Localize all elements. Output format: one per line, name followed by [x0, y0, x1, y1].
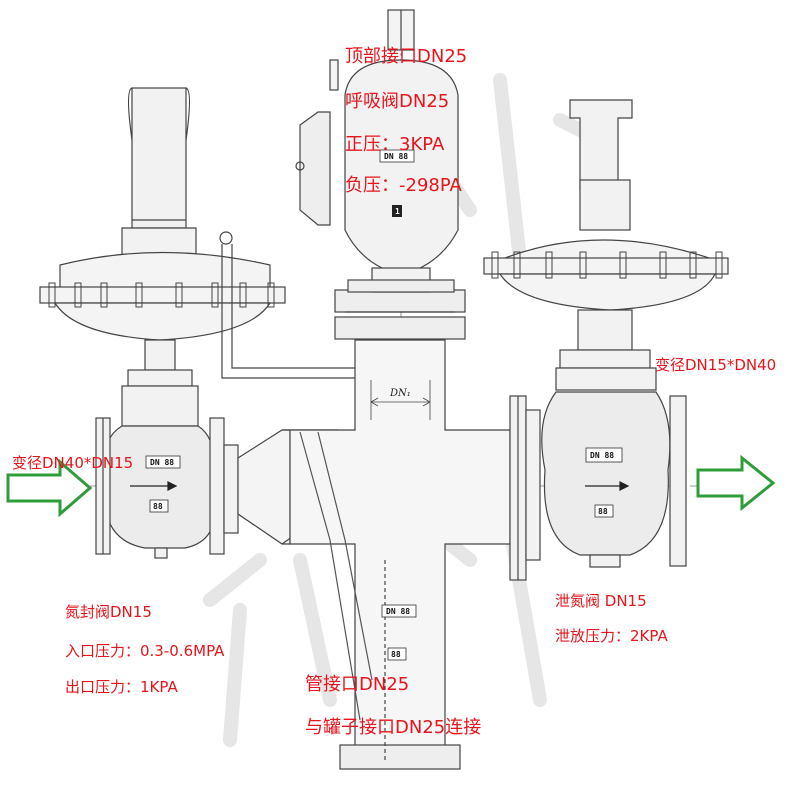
drawing-tags: DN 88 1 DN 88 88 DN 88 88 DN 88 88 — [145, 149, 623, 661]
svg-text:DN 88: DN 88 — [386, 607, 410, 616]
tag-pipe-88: 88 — [387, 647, 407, 661]
svg-text:1: 1 — [395, 207, 400, 216]
inlet-flow-arrow-icon — [6, 458, 93, 518]
nitrogen-relief-valve — [483, 99, 729, 581]
nitrogen-seal-valve-label: 氮封阀DN15 — [65, 603, 152, 621]
breather-valve — [295, 9, 459, 293]
inlet-reducer — [237, 429, 291, 545]
central-tee — [289, 289, 511, 770]
svg-text:DN 88: DN 88 — [384, 152, 408, 161]
tag-right-valve-dn: DN 88 — [585, 447, 623, 463]
relief-pressure-label: 泄放压力：2KPA — [555, 627, 668, 645]
svg-text:88: 88 — [391, 650, 401, 659]
positive-pressure-label: 正压：3KPA — [345, 134, 445, 155]
outlet-reducer-label: 变径DN15*DN40 — [655, 356, 777, 374]
outlet-pressure-label: 出口压力：1KPA — [65, 678, 178, 696]
svg-text:DN 88: DN 88 — [150, 458, 174, 467]
inlet-reducer-label: 变径DN40*DN15 — [12, 454, 134, 472]
inlet-pressure-label: 入口压力：0.3-0.6MPA — [65, 642, 225, 660]
internal-flow-arrows — [130, 481, 630, 491]
tag-left-valve-dn: DN 88 — [145, 455, 181, 469]
dn-dimension-label: DN₁ — [389, 388, 411, 399]
pipe-connection-label: 管接口DN25 — [305, 674, 410, 695]
tank-connection-label: 与罐子接口DN25连接 — [305, 717, 482, 738]
tag-right-valve-88: 88 — [594, 504, 614, 518]
svg-text:88: 88 — [598, 507, 608, 516]
nitrogen-seal-valve — [39, 87, 286, 559]
svg-text:88: 88 — [153, 502, 163, 511]
outlet-flow-arrow-icon — [696, 454, 776, 512]
tag-left-valve-88: 88 — [149, 499, 169, 513]
tag-breather-1: 1 — [392, 205, 402, 217]
tag-pipe-dn: DN 88 — [381, 604, 417, 618]
negative-pressure-label: 负压：-298PA — [345, 175, 462, 196]
svg-text:DN 88: DN 88 — [590, 451, 614, 460]
nitrogen-relief-valve-label: 泄氮阀 DN15 — [555, 592, 647, 610]
breather-valve-label: 呼吸阀DN25 — [345, 91, 450, 112]
top-connection-label: 顶部接口DN25 — [345, 46, 468, 67]
tag-breather-dn: DN 88 — [379, 149, 415, 163]
